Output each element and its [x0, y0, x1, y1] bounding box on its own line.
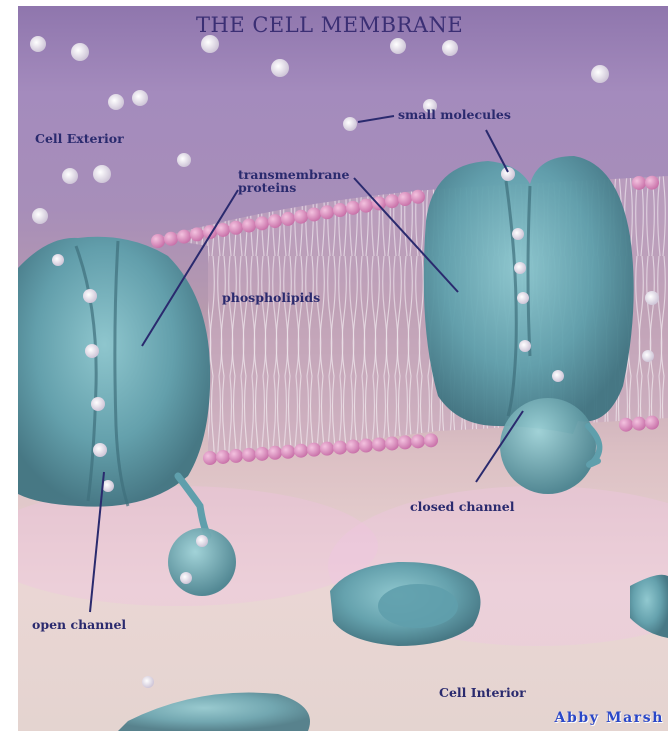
phospholipid-head [385, 436, 399, 450]
phospholipid-head [216, 223, 230, 237]
phospholipid-head [333, 203, 347, 217]
phospholipid-head [320, 442, 334, 456]
phospholipid-head [619, 418, 633, 432]
phospholipid-head [359, 439, 373, 453]
phospholipid-head [645, 176, 659, 190]
phospholipid-head [216, 450, 230, 464]
phospholipid-head [281, 212, 295, 226]
phospholipid-head [398, 435, 412, 449]
phospholipid-head [177, 230, 191, 244]
label-phospholipids: phospholipids [222, 291, 320, 305]
phospholipid-head [385, 194, 399, 208]
phospholipid-head [346, 201, 360, 215]
phospholipid-head [268, 446, 282, 460]
label-closed-channel: closed channel [410, 500, 514, 514]
phospholipid-head [645, 416, 659, 430]
phospholipid-head [632, 417, 646, 431]
phospholipid-head [190, 227, 204, 241]
phospholipid-head [359, 199, 373, 213]
phospholipid-head [320, 205, 334, 219]
phospholipid-head [372, 437, 386, 451]
phospholipid-head [229, 449, 243, 463]
phospholipid-head [151, 234, 165, 248]
label-open-channel: open channel [32, 618, 126, 632]
phospholipid-head [255, 447, 269, 461]
phospholipid-head [333, 441, 347, 455]
phospholipid-head [242, 448, 256, 462]
phospholipid-head [242, 219, 256, 233]
phospholipid-head [268, 214, 282, 228]
label-cell-interior: Cell Interior [439, 686, 526, 700]
phospholipid-head [294, 444, 308, 458]
phospholipid-head [424, 433, 438, 447]
phospholipid-head [164, 232, 178, 246]
diagram-title: THE CELL MEMBRANE [196, 13, 463, 37]
cell-membrane-diagram: THE CELL MEMBRANE Cell Exterior small mo… [18, 6, 668, 731]
phospholipid-head [632, 176, 646, 190]
phospholipid-head [372, 196, 386, 210]
phospholipid-head [281, 445, 295, 459]
artist-signature: Abby Marsh [555, 710, 664, 726]
phospholipid-head [411, 434, 425, 448]
phospholipid-head [411, 190, 425, 204]
phospholipid-head [307, 207, 321, 221]
phospholipid-head [398, 192, 412, 206]
phospholipid-head [307, 443, 321, 457]
label-small-molecules: small molecules [398, 108, 511, 122]
label-transmembrane-proteins-line2: proteins [238, 181, 296, 195]
phospholipid-head [294, 210, 308, 224]
phospholipid-head [229, 221, 243, 235]
phospholipid-head [346, 440, 360, 454]
phospholipid-head [203, 451, 217, 465]
label-cell-exterior: Cell Exterior [35, 132, 124, 146]
phospholipid-head [255, 216, 269, 230]
